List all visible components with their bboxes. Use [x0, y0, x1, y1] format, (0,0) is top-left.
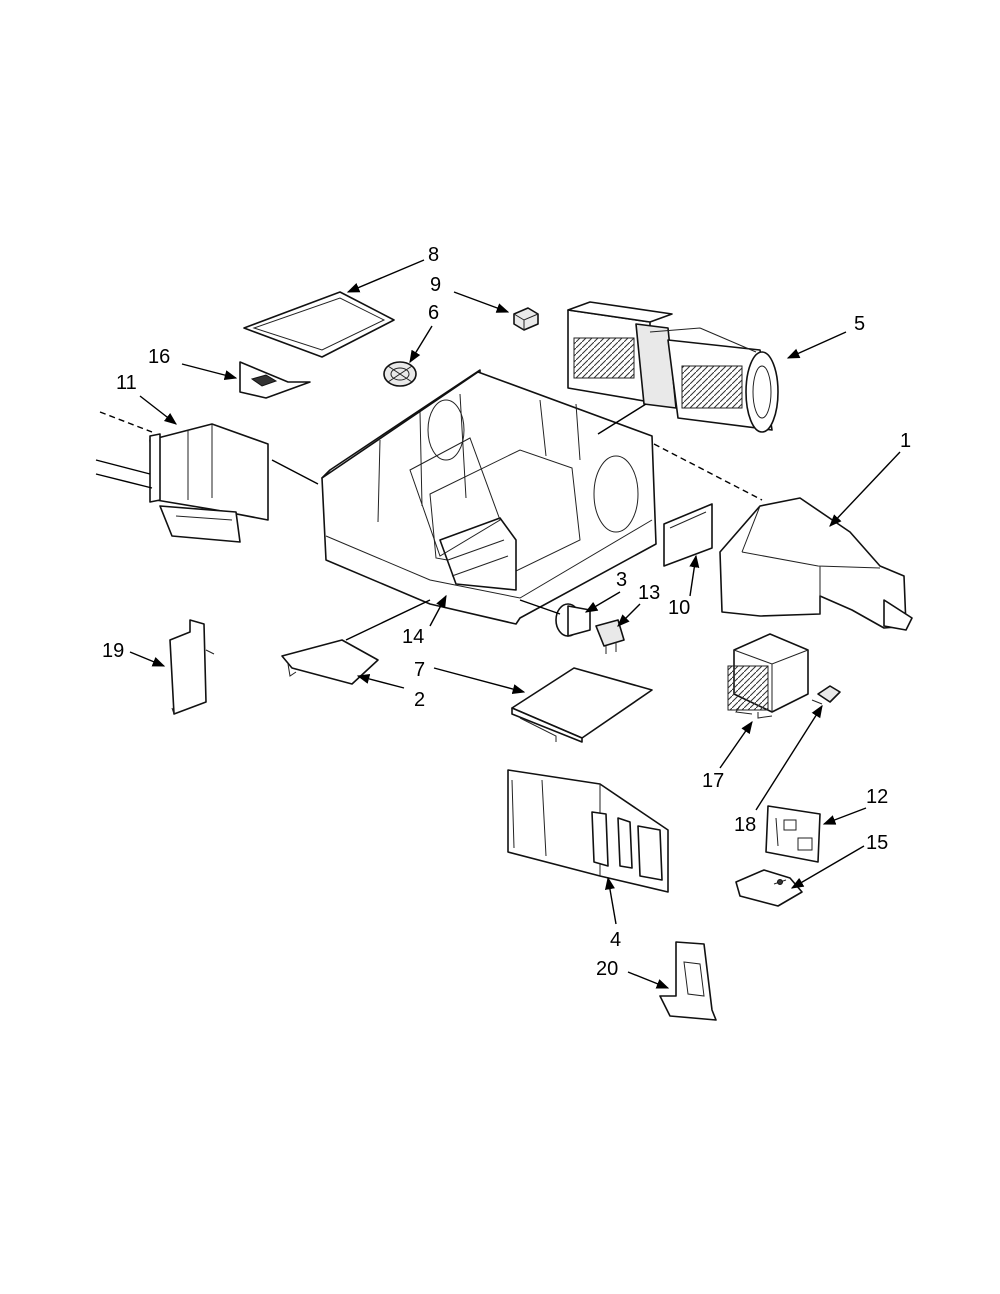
part-12-board	[765, 805, 821, 863]
leader-lines	[129, 259, 901, 989]
callout-7: 7	[414, 659, 425, 681]
callout-14: 14	[402, 626, 424, 648]
part-13-connector	[595, 619, 625, 654]
callout-2: 2	[414, 689, 425, 711]
callout-17: 17	[702, 770, 724, 792]
callout-15: 15	[866, 832, 888, 854]
callout-13: 13	[638, 582, 660, 604]
part-14-chassis	[321, 369, 657, 625]
part-1-duct	[719, 497, 913, 631]
part-15-bracket	[735, 869, 803, 907]
callout-11: 11	[116, 372, 137, 394]
callout-1: 1	[900, 430, 911, 452]
callout-18: 18	[734, 814, 756, 836]
callout-20: 20	[596, 958, 618, 980]
part-19-bracket	[169, 619, 215, 715]
callout-labels: 1 2 3 4 5 6 7 8 9 10 11 12 13 14 15 16 1…	[102, 244, 911, 980]
part-18-clip	[811, 685, 841, 705]
callout-8: 8	[428, 244, 439, 266]
callout-16: 16	[148, 346, 170, 368]
part-4-panel	[507, 769, 669, 893]
callout-10: 10	[668, 597, 690, 619]
part-16-bracket	[239, 361, 311, 399]
part-11-panel	[149, 423, 269, 543]
part-6-damper-motor	[383, 361, 417, 387]
part-2-cover	[281, 639, 379, 685]
callout-3: 3	[616, 569, 627, 591]
part-17-transformer	[727, 633, 809, 719]
part-10-plate	[663, 503, 713, 567]
part-8-filter	[243, 291, 395, 358]
part-3-capacitor	[555, 603, 591, 637]
callout-4: 4	[610, 929, 621, 951]
part-20-frame	[659, 941, 717, 1021]
callout-19: 19	[102, 640, 124, 662]
callout-6: 6	[428, 302, 439, 324]
part-7-plate	[511, 667, 653, 743]
callout-9: 9	[430, 274, 441, 296]
callout-12: 12	[866, 786, 888, 808]
assembly-lines	[95, 403, 763, 615]
part-5-blower	[567, 301, 779, 433]
part-9-switch	[513, 307, 539, 331]
callout-5: 5	[854, 313, 865, 335]
